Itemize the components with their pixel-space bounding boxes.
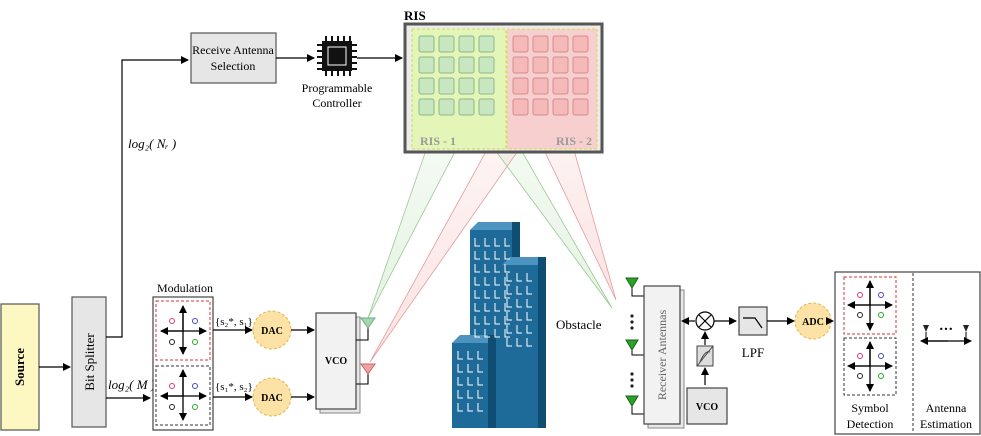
ris-element [458,56,475,74]
upper-bits-label: log₂( Nᵣ ) [128,136,176,151]
antenna-estimation-icon: ••• [920,325,972,345]
ris2-label: RIS - 2 [556,134,592,148]
detection-block: Symbol Detection ••• Antenna Estimation [834,271,981,435]
svg-text:VCO: VCO [696,402,718,413]
rx-antenna-array [625,277,644,415]
svg-text:•••: ••• [939,325,953,334]
ras-line1: Receive Antenna [192,43,274,57]
antenna-estimation-line2: Estimation [920,417,972,431]
ris-element [512,56,529,74]
ris-element [532,98,549,116]
ris-element [438,77,455,95]
ris-element [438,98,455,116]
bit-splitter-block: Bit Splitter [71,296,107,428]
ris-element [552,98,569,116]
ris-element [512,77,529,95]
ris-element [552,56,569,74]
ris-element [418,56,435,74]
ris-element [458,35,475,53]
symbol-detection-line1: Symbol [851,401,889,415]
source-label: Source [12,348,27,386]
ris-element [458,98,475,116]
ras-line2: Selection [211,59,256,73]
modulation-block [152,296,214,431]
svg-text:DAC: DAC [261,393,283,404]
source-block: Source [0,303,40,431]
tx-antenna-red-icon [360,363,376,375]
ris-element [478,35,495,53]
constellation-icon-det-upper [847,280,893,331]
ris-element [418,77,435,95]
ris-element [552,35,569,53]
svg-text:Receiver Antennas: Receiver Antennas [655,310,669,401]
dac-lower: DAC [252,377,292,417]
ris-element [458,77,475,95]
ris-element [438,35,455,53]
phase-shifter-icon [696,345,714,367]
ris1-label: RIS - 1 [420,134,456,148]
chip-icon [317,36,357,76]
mixer-icon [695,311,715,331]
adc-block: ADC [794,302,832,340]
ris-element [512,98,529,116]
bit-splitter-label: Bit Splitter [82,333,97,391]
constellation-icon-upper [160,305,207,355]
lpf-block [738,306,768,336]
antenna-estimation-line1: Antenna [926,401,967,415]
receive-antenna-selection-block: Receive Antenna Selection [190,32,277,84]
ris-element [552,77,569,95]
obstacle-building-icon [452,222,546,428]
lower-symbol-label: {s₁*, s₂} [215,381,253,393]
symbol-detection-line2: Detection [847,417,894,431]
svg-text:VCO: VCO [325,356,347,367]
ris-element [418,35,435,53]
lpf-label: LPF [742,345,764,360]
upper-symbol-label: {s₂*, s₁} [215,316,253,328]
constellation-icon-det-lower [847,341,893,392]
svg-text:DAC: DAC [261,326,283,337]
vco-rx-block: VCO [686,387,728,425]
ris-element [572,98,589,116]
modulation-label: Modulation [157,281,213,295]
controller-line2: Controller [312,96,361,110]
tx-antenna-green-icon [360,317,376,329]
ris-element [572,56,589,74]
ris-element [512,35,529,53]
ris-element [532,56,549,74]
ris-element [532,77,549,95]
ris-element [572,35,589,53]
ris-element [478,56,495,74]
ris-element [478,98,495,116]
svg-text:ADC: ADC [802,317,824,328]
ris1-elements [418,35,495,116]
ris-element [438,56,455,74]
ris-element [418,98,435,116]
ris-element [572,77,589,95]
controller-line1: Programmable [302,81,373,95]
ris2-elements [512,35,589,116]
vco-tx-block: VCO [315,312,361,414]
dac-upper: DAC [252,310,292,350]
obstacle-label: Obstacle [556,317,602,332]
lower-bits-label: log₂( M ) [108,377,155,392]
ris-element [478,77,495,95]
ris-panel: RIS - 1 RIS - 2 [403,22,604,154]
ris-title: RIS [404,8,426,23]
constellation-icon-lower [160,369,207,421]
receiver-antennas-block: Receiver Antennas [643,285,685,429]
ris-element [532,35,549,53]
